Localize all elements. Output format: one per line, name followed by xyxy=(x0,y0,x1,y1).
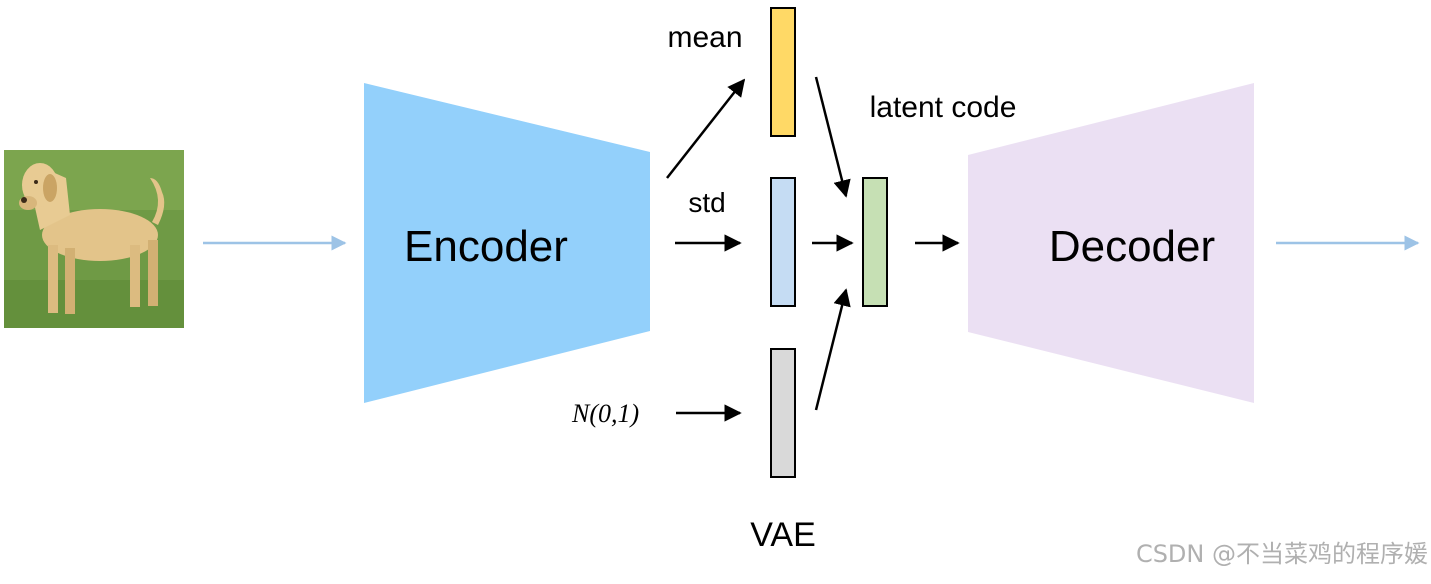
std-label: std xyxy=(688,187,725,218)
watermark: CSDN @不当菜鸡的程序媛 xyxy=(1136,540,1428,568)
std-vector-box xyxy=(770,177,796,307)
encoder-label: Encoder xyxy=(404,222,568,271)
mean-vector-box xyxy=(770,7,796,137)
encoder-to-mean-arrow xyxy=(666,78,746,179)
latent-code-label: latent code xyxy=(870,91,1017,124)
latent-code-box xyxy=(862,177,888,307)
noise-vector-box xyxy=(770,348,796,478)
encoder-block xyxy=(364,83,650,403)
mean-label: mean xyxy=(667,21,742,54)
input-dog-image xyxy=(4,150,184,328)
vae-caption: VAE xyxy=(750,516,816,554)
noise-label: N(0,1) xyxy=(571,399,639,428)
noise-to-latent-arrow xyxy=(814,288,851,411)
decoder-label: Decoder xyxy=(1049,222,1215,271)
mean-to-latent-arrow xyxy=(814,76,851,198)
decoder-block xyxy=(968,83,1254,403)
